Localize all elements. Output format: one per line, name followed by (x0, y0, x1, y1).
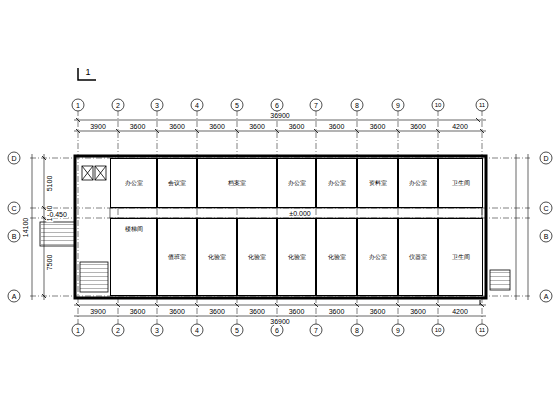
dimension: 5100 (46, 174, 53, 192)
axis-number: 9 (395, 327, 401, 334)
room-name: 资料室 (369, 179, 387, 188)
room-name: 卫生间 (452, 253, 470, 262)
axis-number: 8 (354, 327, 360, 334)
axis-letter: D (10, 155, 17, 162)
room-name: 会议室 (168, 179, 186, 188)
room: 办公室 (277, 158, 316, 208)
dimension: 36900 (269, 112, 290, 119)
axis-number: 7 (313, 327, 319, 334)
dimension: 14100 (23, 216, 30, 237)
room: 会议室 (157, 158, 197, 208)
room: 卫生间 (438, 218, 483, 296)
room-name: 化验室 (248, 253, 266, 262)
axis-number: 5 (234, 102, 240, 109)
axis-number: 11 (478, 102, 486, 108)
axis-number: 10 (434, 327, 443, 333)
axis-number: 1 (75, 102, 81, 109)
dimension: 3600 (129, 123, 147, 130)
axis-letter: D (542, 155, 549, 162)
room-name: 办公室 (288, 179, 306, 188)
axis-number: 9 (395, 102, 401, 109)
room: 值班室 (157, 218, 197, 296)
axis-number: 2 (115, 102, 121, 109)
room-name: 仪器室 (409, 253, 427, 262)
dimension: 36900 (269, 318, 290, 325)
dimension: 3900 (89, 123, 107, 130)
axis-number: 7 (313, 102, 319, 109)
axis-number: 3 (154, 102, 160, 109)
axis-number: 3 (154, 327, 160, 334)
room: 办公室 (316, 158, 357, 208)
dimension: 3600 (409, 308, 427, 315)
axis-number: 5 (234, 327, 240, 334)
room: 卫生间 (438, 158, 483, 208)
room: 办公室 (398, 158, 438, 208)
dimension: 3600 (168, 123, 186, 130)
elevation: -0.450 (46, 211, 68, 218)
room-name: 楼梯间 (125, 225, 143, 234)
axis-letter: C (10, 205, 17, 212)
dimension: 3600 (369, 308, 387, 315)
room: 化验室 (277, 218, 316, 296)
axis-number: 8 (354, 102, 360, 109)
dimension: 3600 (248, 308, 266, 315)
axis-number: 1 (75, 327, 81, 334)
room-name: 办公室 (409, 179, 427, 188)
room: 资料室 (357, 158, 398, 208)
dimension: 3600 (328, 308, 346, 315)
dimension: 3600 (369, 123, 387, 130)
dimension: 3600 (129, 308, 147, 315)
dimension: 4200 (451, 308, 469, 315)
room-name: 化验室 (328, 253, 346, 262)
room-name: 化验室 (288, 253, 306, 262)
room-name: 办公室 (369, 253, 387, 262)
dimension: 7500 (46, 253, 53, 271)
axis-letter: B (543, 233, 550, 240)
room-name: 值班室 (168, 253, 186, 262)
dimension: 3600 (288, 123, 306, 130)
room: 化验室 (316, 218, 357, 296)
axis-number: 4 (194, 327, 200, 334)
dimension: 3900 (89, 308, 107, 315)
dimension: 3600 (208, 308, 226, 315)
room-name: 卫生间 (452, 179, 470, 188)
axis-number: 10 (434, 102, 443, 108)
dimension: 3600 (168, 308, 186, 315)
axis-number: 11 (478, 327, 486, 333)
dimension: 4200 (451, 123, 469, 130)
room-name: 办公室 (328, 179, 346, 188)
axis-number: 6 (274, 327, 280, 334)
dimension: 3600 (288, 308, 306, 315)
dimension: 3600 (208, 123, 226, 130)
axis-number: 2 (115, 327, 121, 334)
axis-number: 4 (194, 102, 200, 109)
elevation: ±0.000 (288, 210, 311, 217)
room-name: 办公室 (125, 179, 143, 188)
axis-number: 6 (274, 102, 280, 109)
room: 办公室 (357, 218, 398, 296)
room: 化验室 (237, 218, 277, 296)
room: 化验室 (197, 218, 237, 296)
axis-letter: B (11, 233, 18, 240)
room: 办公室 (110, 158, 157, 208)
room: 楼梯间 (110, 218, 157, 296)
section-mark: 1 (84, 68, 91, 77)
room: 仪器室 (398, 218, 438, 296)
room: 档案室 (197, 158, 277, 208)
room-name: 档案室 (228, 179, 246, 188)
room-name: 化验室 (208, 253, 226, 262)
dimension: 3600 (248, 123, 266, 130)
dimension: 3600 (328, 123, 346, 130)
axis-letter: C (542, 205, 549, 212)
axis-letter: A (543, 293, 550, 300)
dimension: 3600 (409, 123, 427, 130)
axis-letter: A (11, 293, 18, 300)
